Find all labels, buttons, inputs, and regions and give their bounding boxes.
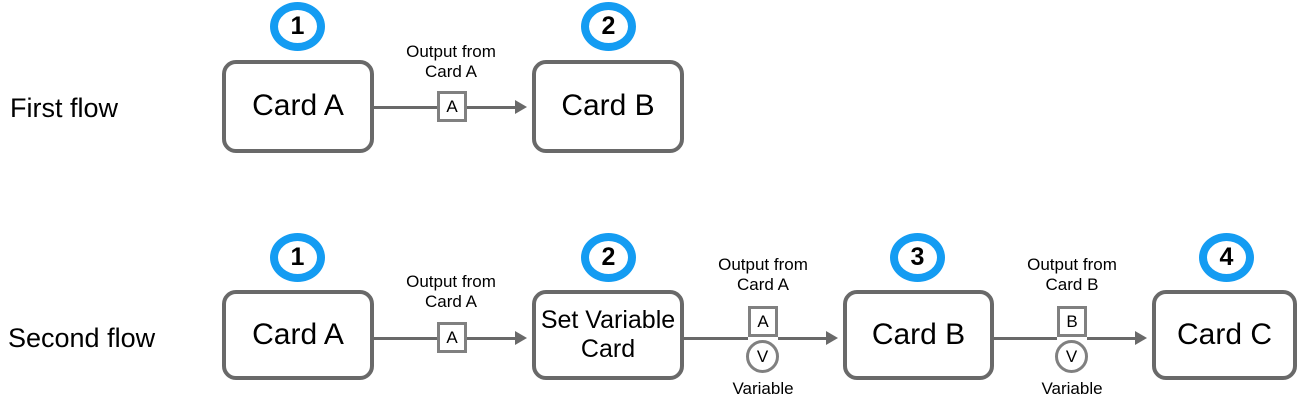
card-card-b[interactable]: Card B	[532, 60, 684, 153]
output-chip-a[interactable]: A	[437, 322, 467, 353]
connector-line	[467, 337, 515, 340]
output-chip-a[interactable]: A	[748, 306, 778, 337]
variable-chip-v[interactable]: V	[746, 340, 779, 373]
output-chip-b[interactable]: B	[1057, 306, 1087, 337]
connector-line	[1087, 337, 1135, 340]
flow-label-first: First flow	[10, 93, 118, 123]
connector-line	[467, 106, 515, 109]
step-badge-2: 2	[581, 2, 636, 51]
connector-caption-output-from-card-a: Output from Card A	[406, 42, 496, 82]
step-badge-1: 1	[270, 233, 325, 282]
connector-line	[374, 337, 437, 340]
connector-line	[994, 337, 1057, 340]
card-card-a[interactable]: Card A	[222, 290, 374, 380]
variable-chip-caption: Variable	[732, 379, 794, 398]
output-chip-a[interactable]: A	[437, 91, 467, 122]
card-card-a[interactable]: Card A	[222, 60, 374, 153]
connector-line	[778, 337, 826, 340]
variable-chip-v[interactable]: V	[1055, 340, 1088, 373]
connector-caption-output-from-card-a: Output from Card A	[406, 272, 496, 312]
connector-caption-output-from-card-a: Output from Card A	[718, 255, 808, 295]
connector-arrowhead	[515, 331, 527, 345]
card-card-b[interactable]: Card B	[843, 290, 994, 380]
step-badge-2: 2	[581, 233, 636, 282]
variable-chip-caption: Variable	[1041, 379, 1103, 398]
flow-label-second: Second flow	[8, 323, 156, 353]
card-card-c[interactable]: Card C	[1152, 290, 1297, 380]
connector-arrowhead	[1135, 331, 1147, 345]
step-badge-4: 4	[1199, 233, 1254, 282]
card-set-variable-card[interactable]: Set Variable Card	[532, 290, 684, 380]
connector-arrowhead	[826, 331, 838, 345]
connector-arrowhead	[515, 100, 527, 114]
connector-line	[684, 337, 748, 340]
step-badge-3: 3	[890, 233, 945, 282]
connector-line	[374, 106, 437, 109]
connector-caption-output-from-card-b: Output from Card B	[1027, 255, 1117, 295]
step-badge-1: 1	[270, 2, 325, 51]
